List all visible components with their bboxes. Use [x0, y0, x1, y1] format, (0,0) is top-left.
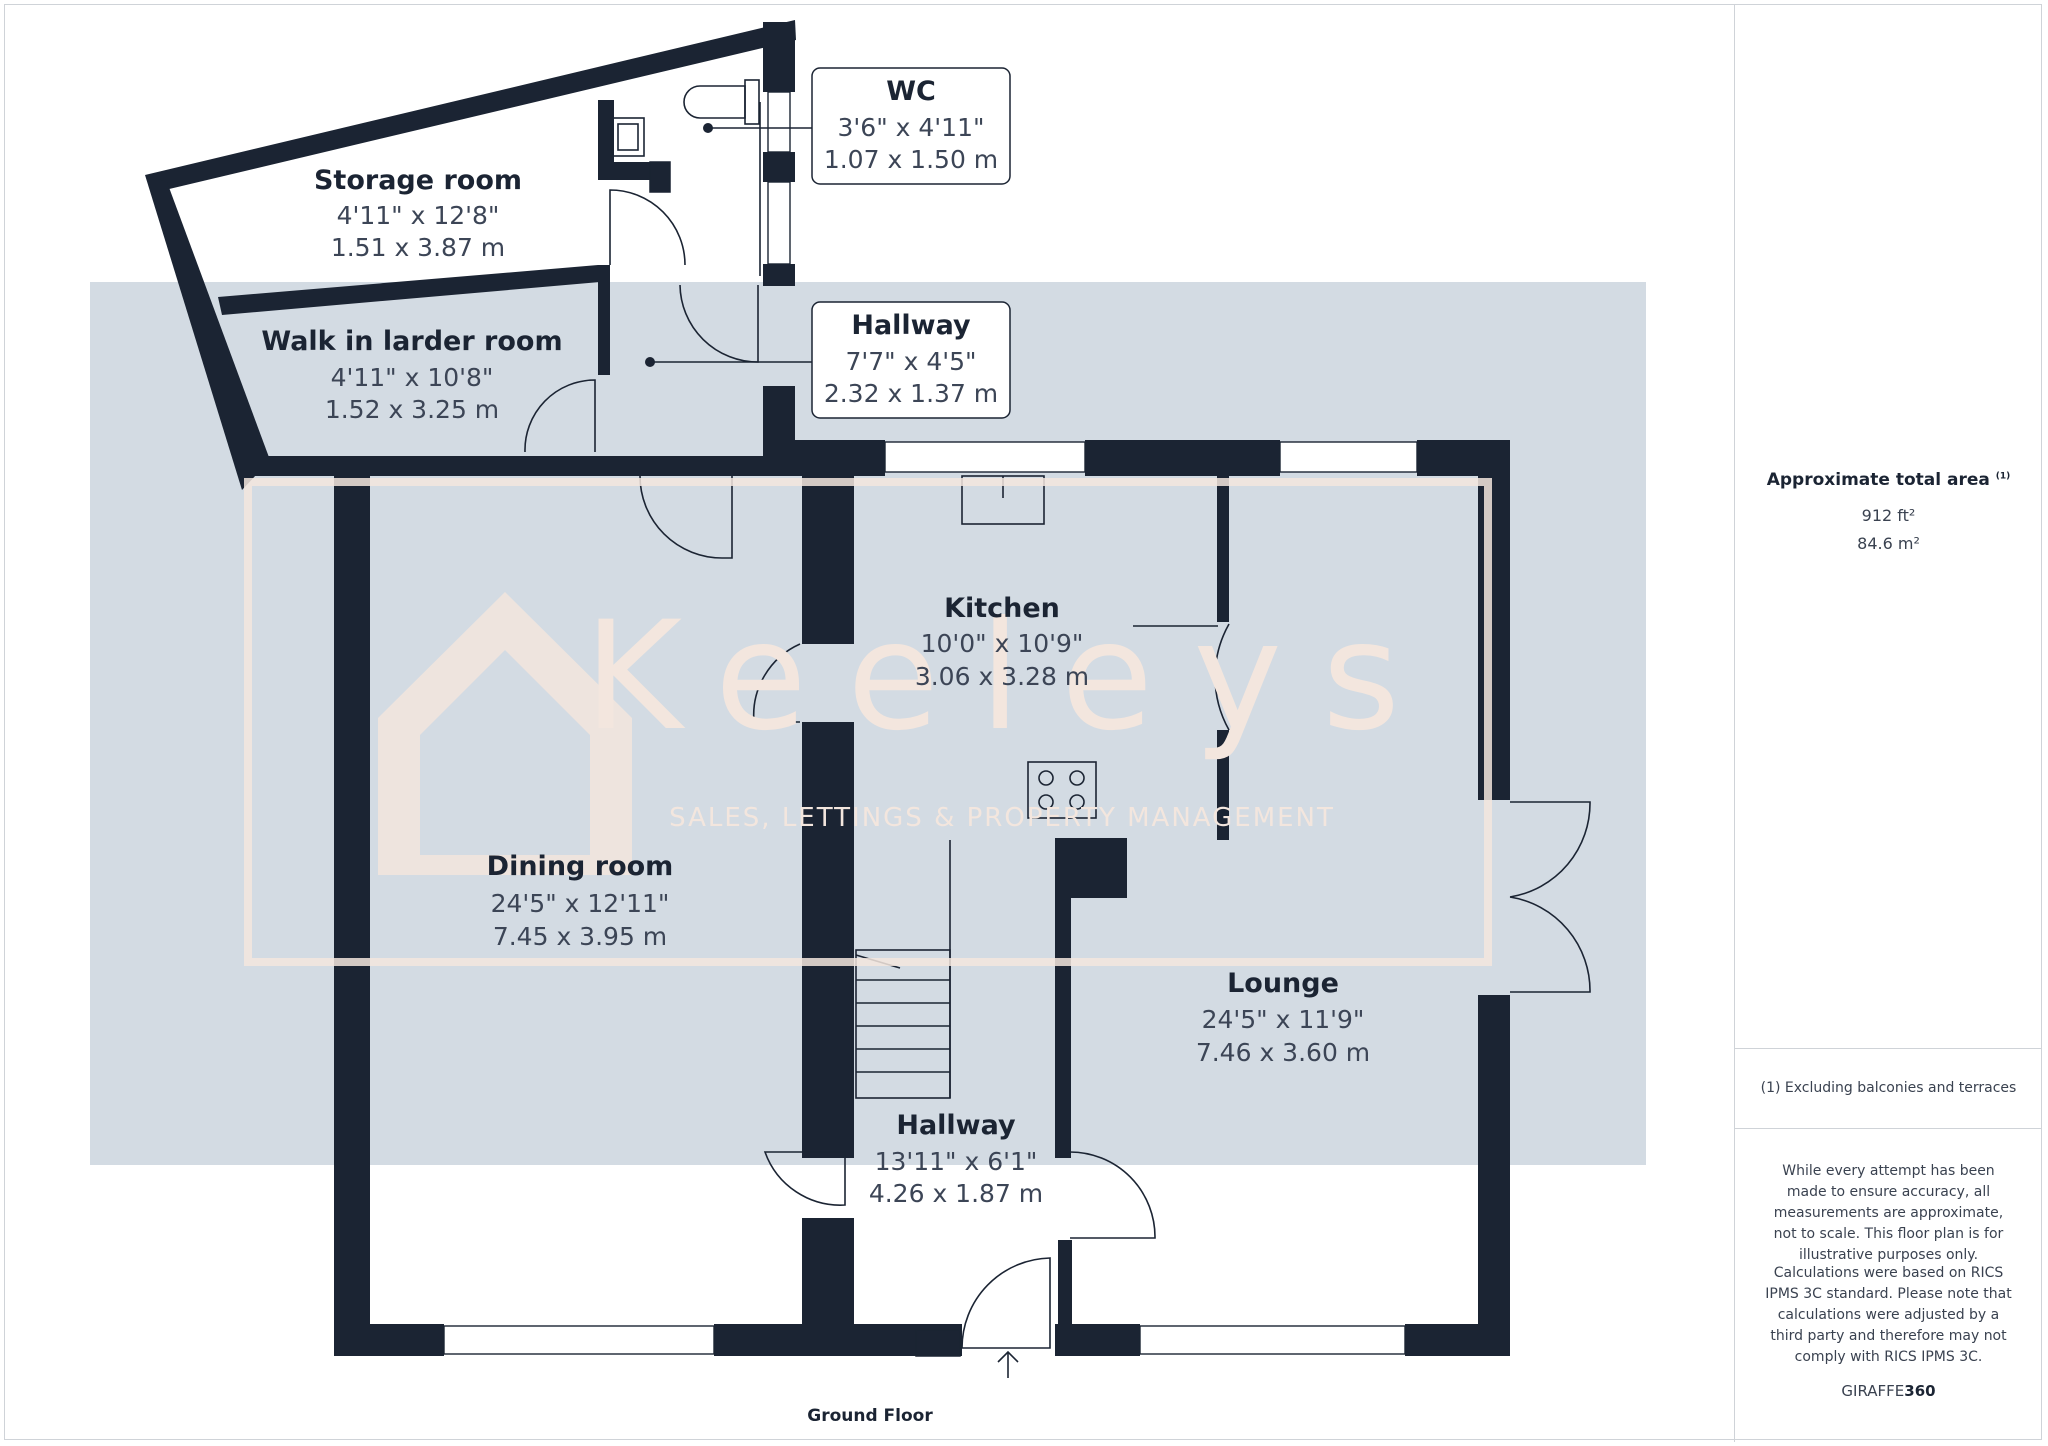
- room-label-storage: Storage room 4'11" x 12'8" 1.51 x 3.87 m: [314, 165, 522, 262]
- main-doors: [752, 623, 1591, 1349]
- svg-text:Walk in larder room: Walk in larder room: [261, 326, 562, 357]
- area-note-marker: (1): [1995, 471, 2011, 482]
- room-label-dining: Dining room 24'5" x 12'11" 7.45 x 3.95 m: [487, 851, 674, 951]
- room-label-larder: Walk in larder room 4'11" x 10'8" 1.52 x…: [261, 326, 562, 424]
- divider: [1735, 1048, 2042, 1049]
- callout-wc: WC 3'6" x 4'11" 1.07 x 1.50 m: [703, 67, 1011, 185]
- room-label-lounge: Lounge 24'5" x 11'9" 7.46 x 3.60 m: [1196, 968, 1370, 1067]
- disclaimer-calculation: Calculations were based on RICS IPMS 3C …: [1765, 1265, 2012, 1365]
- svg-text:Kitchen: Kitchen: [944, 593, 1060, 624]
- svg-text:Dining room: Dining room: [487, 851, 674, 882]
- svg-text:WC: WC: [886, 76, 936, 107]
- svg-text:1.51 x 3.87 m: 1.51 x 3.87 m: [331, 233, 505, 262]
- area-footnote: (1) Excluding balconies and terraces: [1760, 1080, 2017, 1096]
- svg-text:4'11" x 10'8": 4'11" x 10'8": [331, 363, 494, 392]
- svg-text:Hallway: Hallway: [851, 310, 971, 341]
- page-border: [4, 4, 2042, 1440]
- wc-fixtures: [611, 79, 761, 276]
- main-walls: [334, 440, 1510, 1357]
- giraffe360-brand: GIRAFFE360: [1841, 1382, 1936, 1400]
- entrance-arrow-icon: [997, 1350, 1019, 1378]
- watermark-tagline: SALES, LETTINGS & PROPERTY MANAGEMENT: [669, 803, 1335, 833]
- watermark-brand: Keeleys: [584, 590, 1440, 764]
- summary-panel: Approximate total area (1) 912 ft² 84.6 …: [1734, 4, 2042, 1442]
- svg-text:7.46 x 3.60 m: 7.46 x 3.60 m: [1196, 1038, 1370, 1067]
- floor-label: Ground Floor: [807, 1406, 933, 1426]
- area-metric: 84.6 m²: [1857, 534, 1920, 553]
- divider: [1735, 1128, 2042, 1129]
- svg-text:3'6" x 4'11": 3'6" x 4'11": [838, 113, 985, 142]
- annex-doors: [524, 189, 759, 559]
- svg-text:4'11" x 12'8": 4'11" x 12'8": [337, 201, 500, 230]
- svg-text:7'7" x 4'5": 7'7" x 4'5": [845, 347, 976, 376]
- svg-text:4.26 x 1.87 m: 4.26 x 1.87 m: [869, 1179, 1043, 1208]
- svg-text:13'11" x 6'1": 13'11" x 6'1": [875, 1147, 1038, 1176]
- svg-text:24'5" x 11'9": 24'5" x 11'9": [1202, 1005, 1365, 1034]
- area-title: Approximate total area (1): [1766, 470, 2011, 490]
- svg-text:10'0" x 10'9": 10'0" x 10'9": [921, 629, 1084, 658]
- svg-text:1.07 x 1.50 m: 1.07 x 1.50 m: [824, 145, 998, 174]
- svg-text:3.06 x 3.28 m: 3.06 x 3.28 m: [915, 662, 1089, 691]
- floor-plan: Keeleys SALES, LETTINGS & PROPERTY MANAG…: [90, 20, 1646, 1378]
- svg-text:Storage room: Storage room: [314, 165, 522, 196]
- room-label-kitchen: Kitchen 10'0" x 10'9" 3.06 x 3.28 m: [915, 593, 1089, 691]
- svg-text:7.45 x 3.95 m: 7.45 x 3.95 m: [493, 922, 667, 951]
- room-label-hallway-main: Hallway 13'11" x 6'1" 4.26 x 1.87 m: [869, 1110, 1043, 1208]
- svg-text:1.52 x 3.25 m: 1.52 x 3.25 m: [325, 395, 499, 424]
- area-imperial: 912 ft²: [1861, 506, 1916, 525]
- annex-walls: [145, 20, 796, 490]
- disclaimer-accuracy: While every attempt has been made to ens…: [1773, 1163, 2004, 1263]
- callout-hallway-rear: Hallway 7'7" x 4'5" 2.32 x 1.37 m: [645, 301, 1011, 419]
- svg-text:24'5" x 12'11": 24'5" x 12'11": [491, 889, 670, 918]
- watermark-logo: [244, 478, 1492, 966]
- svg-text:2.32 x 1.37 m: 2.32 x 1.37 m: [824, 379, 998, 408]
- svg-text:Lounge: Lounge: [1227, 968, 1339, 999]
- svg-text:Hallway: Hallway: [896, 1110, 1016, 1141]
